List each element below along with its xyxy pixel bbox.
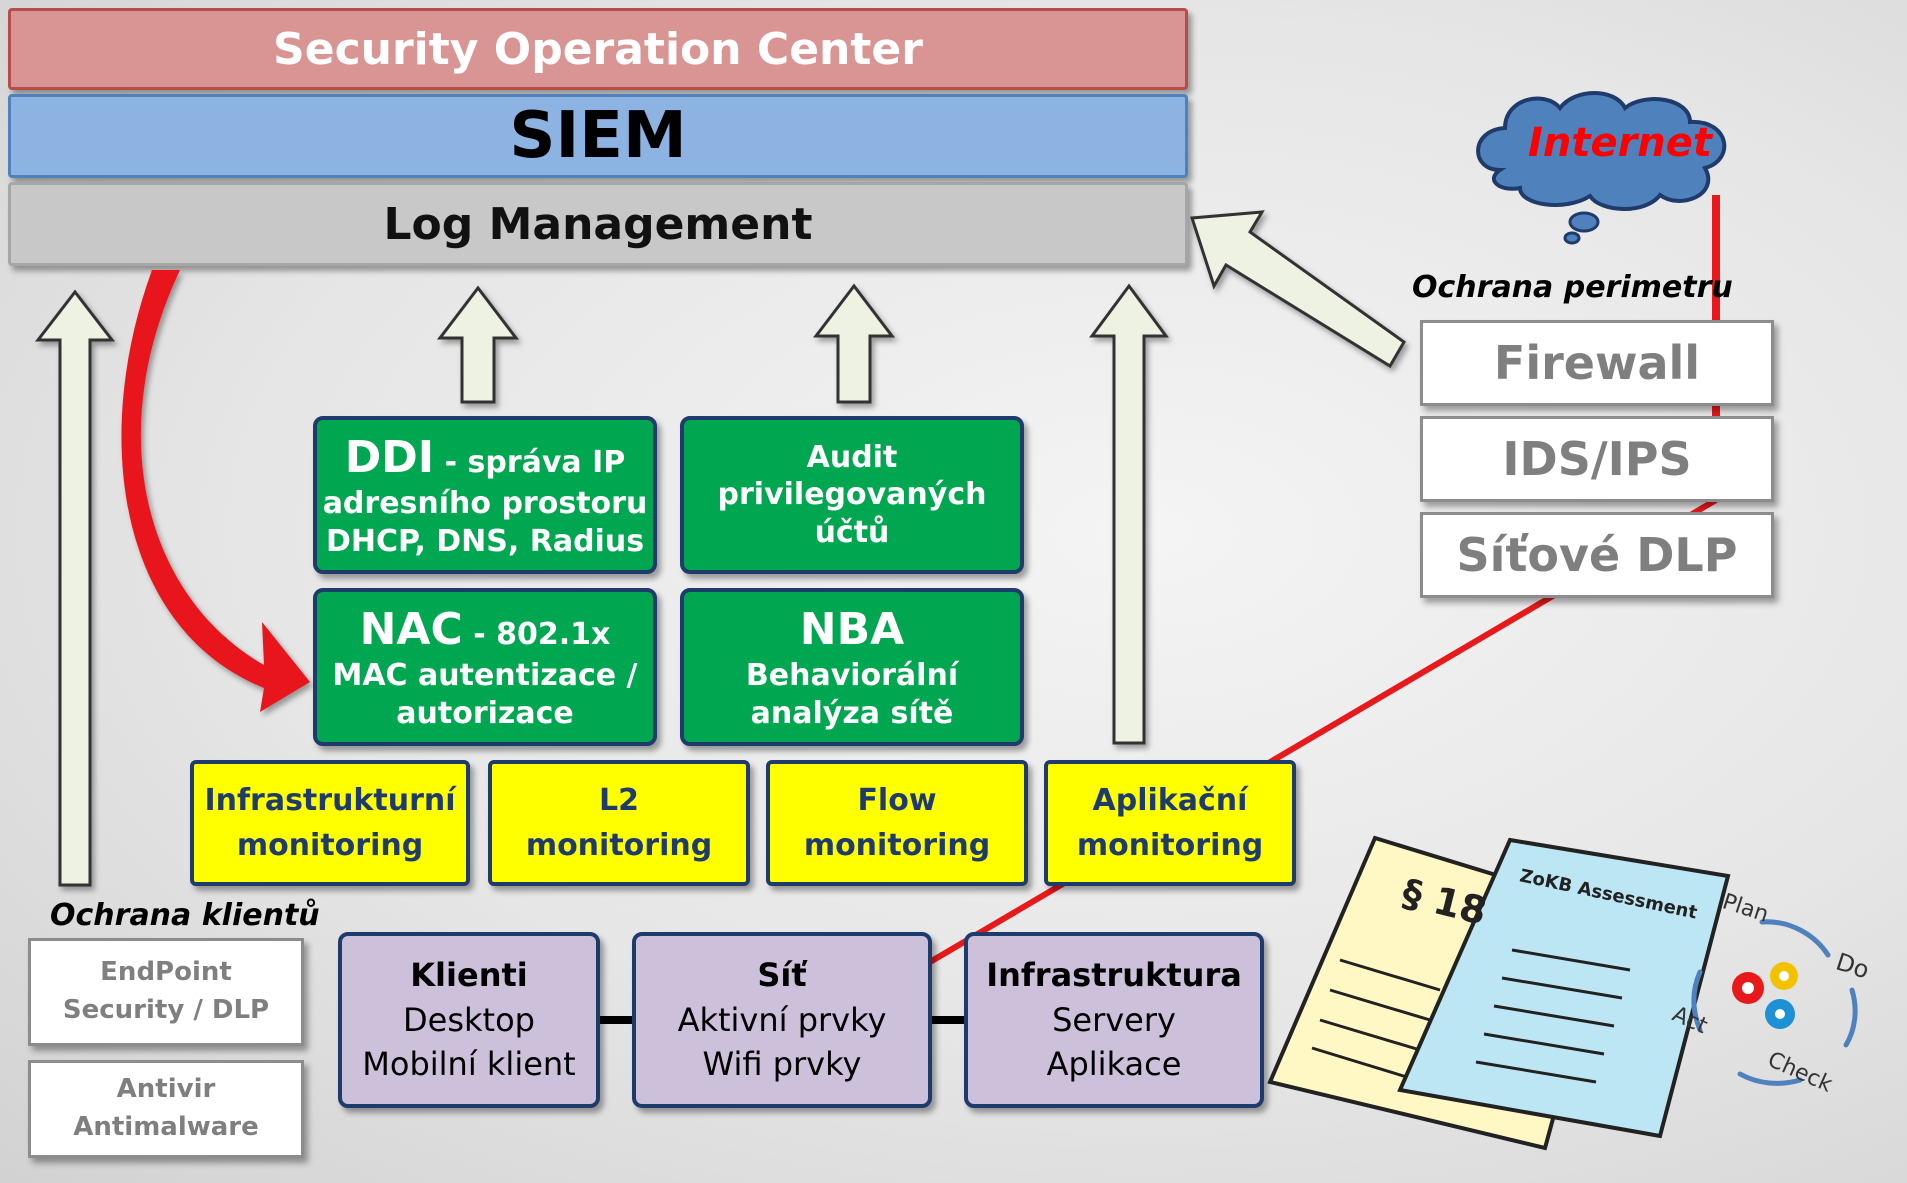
ids-ips-box: IDS/IPS — [1420, 416, 1774, 502]
perimeter-protection-label: Ochrana perimetru — [1412, 270, 1733, 305]
monitoring-box-flow: Flow monitoring — [766, 760, 1028, 886]
monitoring-box-l2: L2 monitoring — [488, 760, 750, 886]
monitoring-box-infrastructure: Infrastrukturní monitoring — [190, 760, 470, 886]
soc-bar: Security Operation Center — [8, 8, 1188, 90]
monitoring-line2: monitoring — [525, 828, 713, 863]
monitoring-line1: L2 — [599, 783, 639, 818]
endpoint-security-box: EndPoint Security / DLP — [28, 938, 304, 1046]
endpoint-line2: Security / DLP — [62, 995, 270, 1025]
ddi-title: DDI — [344, 432, 435, 483]
audit-line2: privilegovaných — [717, 477, 987, 513]
monitoring-line1: Flow — [857, 783, 937, 818]
asset-title: Infrastruktura — [986, 955, 1242, 994]
internet-label: Internet — [1527, 120, 1713, 166]
ddi-box: DDI - správa IP adresního prostoru DHCP,… — [313, 416, 657, 574]
audit-box: Audit privilegovaných účtů — [680, 416, 1024, 574]
antivirus-line2: Antimalware — [73, 1112, 259, 1142]
nba-line2: Behaviorální — [745, 658, 959, 693]
asset-title: Síť — [757, 955, 807, 994]
ddi-line3: DHCP, DNS, Radius — [325, 523, 645, 559]
nac-line2: MAC autentizace / — [332, 658, 638, 693]
soc-label: Security Operation Center — [273, 23, 923, 75]
ddi-line2: adresního prostoru — [322, 486, 648, 521]
asset-box-network: Síť Aktivní prvky Wifi prvky — [632, 932, 932, 1108]
asset-line3: Aplikace — [1046, 1045, 1182, 1084]
ids-ips-label: IDS/IPS — [1502, 432, 1692, 486]
asset-line2: Aktivní prvky — [677, 1000, 887, 1039]
log-management-label: Log Management — [383, 198, 813, 250]
nac-box: NAC - 802.1x MAC autentizace / autorizac… — [313, 588, 657, 746]
nba-line3: analýza sítě — [750, 695, 954, 731]
monitoring-box-application: Aplikační monitoring — [1044, 760, 1296, 886]
firewall-box: Firewall — [1420, 320, 1774, 406]
asset-line3: Mobilní klient — [362, 1045, 576, 1084]
log-management-bar: Log Management — [8, 182, 1188, 266]
ddi-subtitle: - správa IP — [434, 445, 626, 480]
nac-title: NAC — [359, 604, 463, 655]
asset-line2: Desktop — [403, 1000, 535, 1039]
siem-bar: SIEM — [8, 94, 1188, 178]
nba-box: NBA Behaviorální analýza sítě — [680, 588, 1024, 746]
antivirus-box: Antivir Antimalware — [28, 1060, 304, 1158]
endpoint-line1: EndPoint — [100, 957, 232, 988]
monitoring-line1: Aplikační — [1092, 783, 1248, 818]
monitoring-line1: Infrastrukturní — [204, 783, 456, 818]
audit-line1: Audit — [806, 439, 898, 475]
asset-box-infrastructure: Infrastruktura Servery Aplikace — [964, 932, 1264, 1108]
firewall-label: Firewall — [1493, 336, 1701, 390]
monitoring-line2: monitoring — [1076, 828, 1264, 863]
network-dlp-box: Síťové DLP — [1420, 512, 1774, 598]
audit-line3: účtů — [814, 514, 890, 550]
siem-label: SIEM — [509, 99, 687, 173]
client-protection-label: Ochrana klientů — [50, 898, 320, 933]
asset-line3: Wifi prvky — [702, 1045, 862, 1084]
monitoring-line2: monitoring — [803, 828, 991, 863]
antivirus-line1: Antivir — [116, 1074, 216, 1105]
nac-line3: autorizace — [396, 695, 574, 731]
network-dlp-label: Síťové DLP — [1456, 528, 1738, 582]
nba-title: NBA — [799, 604, 905, 655]
asset-line2: Servery — [1052, 1000, 1176, 1039]
asset-box-clients: Klienti Desktop Mobilní klient — [338, 932, 600, 1108]
asset-title: Klienti — [410, 955, 528, 994]
nac-subtitle: - 802.1x — [462, 617, 611, 652]
monitoring-line2: monitoring — [236, 828, 424, 863]
